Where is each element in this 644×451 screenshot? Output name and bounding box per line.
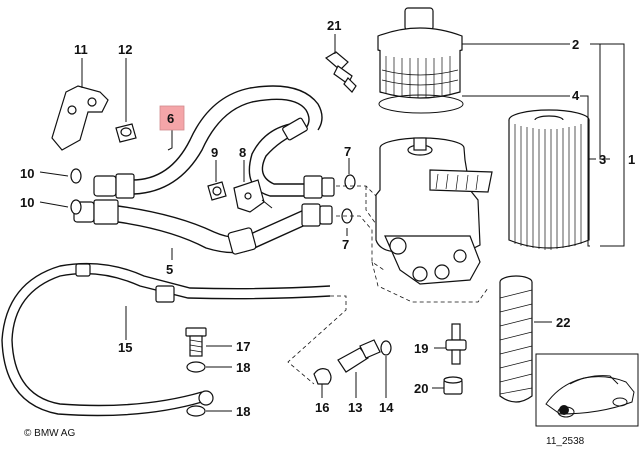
location-dot [559, 405, 569, 415]
callout-4[interactable]: 4 [572, 88, 580, 103]
oil-pressure-sensor [324, 51, 357, 93]
nut-20 [443, 376, 463, 395]
washer-18a [186, 361, 206, 373]
washer-10b [70, 199, 82, 215]
filter-cap [377, 7, 463, 99]
assembly-guide-1 [336, 185, 377, 197]
banjo-bolt [185, 327, 207, 357]
filter-element [508, 109, 590, 250]
washer-7a [344, 174, 356, 190]
callout-3[interactable]: 3 [599, 152, 606, 167]
washer-10a [70, 168, 82, 184]
callout-17[interactable]: 17 [236, 339, 250, 354]
callout-6[interactable]: 6 [167, 111, 174, 126]
callout-9[interactable]: 9 [211, 145, 218, 160]
vehicle-location-thumbnail [535, 353, 639, 427]
hose-holder [51, 85, 109, 151]
diagram-number: 11_2538 [546, 436, 585, 447]
filter-sleeve [499, 275, 533, 403]
assembly-guide-2 [336, 215, 385, 271]
vent-hose [1, 262, 331, 417]
bracket-8 [233, 179, 273, 213]
oil-cooler-hose-5 [73, 199, 333, 255]
callout-18b[interactable]: 18 [236, 404, 250, 419]
assembly-guide-4 [371, 261, 489, 303]
callout-18a[interactable]: 18 [236, 360, 250, 375]
callout-10b[interactable]: 10 [20, 195, 34, 210]
copyright-text: © BMW AG [24, 428, 75, 439]
leader-lines [39, 34, 625, 412]
callout-5[interactable]: 5 [166, 262, 173, 277]
stud-19 [445, 323, 467, 365]
clamp-16 [313, 368, 332, 385]
callout-10a[interactable]: 10 [20, 166, 34, 181]
callout-14[interactable]: 14 [379, 400, 394, 415]
o-ring [378, 94, 464, 114]
highlight-box-6 [159, 105, 185, 131]
grommet [115, 123, 137, 143]
callout-22[interactable]: 22 [556, 315, 570, 330]
callout-15[interactable]: 15 [118, 340, 132, 355]
washer-18b [186, 405, 206, 417]
callout-21[interactable]: 21 [327, 18, 341, 33]
callout-20[interactable]: 20 [414, 381, 428, 396]
callout-7a[interactable]: 7 [344, 144, 351, 159]
callout-8[interactable]: 8 [239, 145, 246, 160]
callout-12[interactable]: 12 [118, 42, 132, 57]
callout-16[interactable]: 16 [315, 400, 329, 415]
callout-1[interactable]: 1 [628, 152, 635, 167]
grommet-9 [207, 181, 227, 201]
filter-housing [375, 137, 493, 285]
callout-19[interactable]: 19 [414, 341, 428, 356]
callout-11[interactable]: 11 [74, 42, 88, 57]
assembly-guide-5 [365, 186, 377, 225]
callout-13[interactable]: 13 [348, 400, 362, 415]
callout-2[interactable]: 2 [572, 37, 579, 52]
fitting-13 [337, 339, 381, 373]
oil-cooler-hose-6 [93, 85, 335, 199]
washer-14 [380, 340, 392, 356]
assembly-guide-3 [287, 295, 347, 385]
callout-7b[interactable]: 7 [342, 237, 349, 252]
